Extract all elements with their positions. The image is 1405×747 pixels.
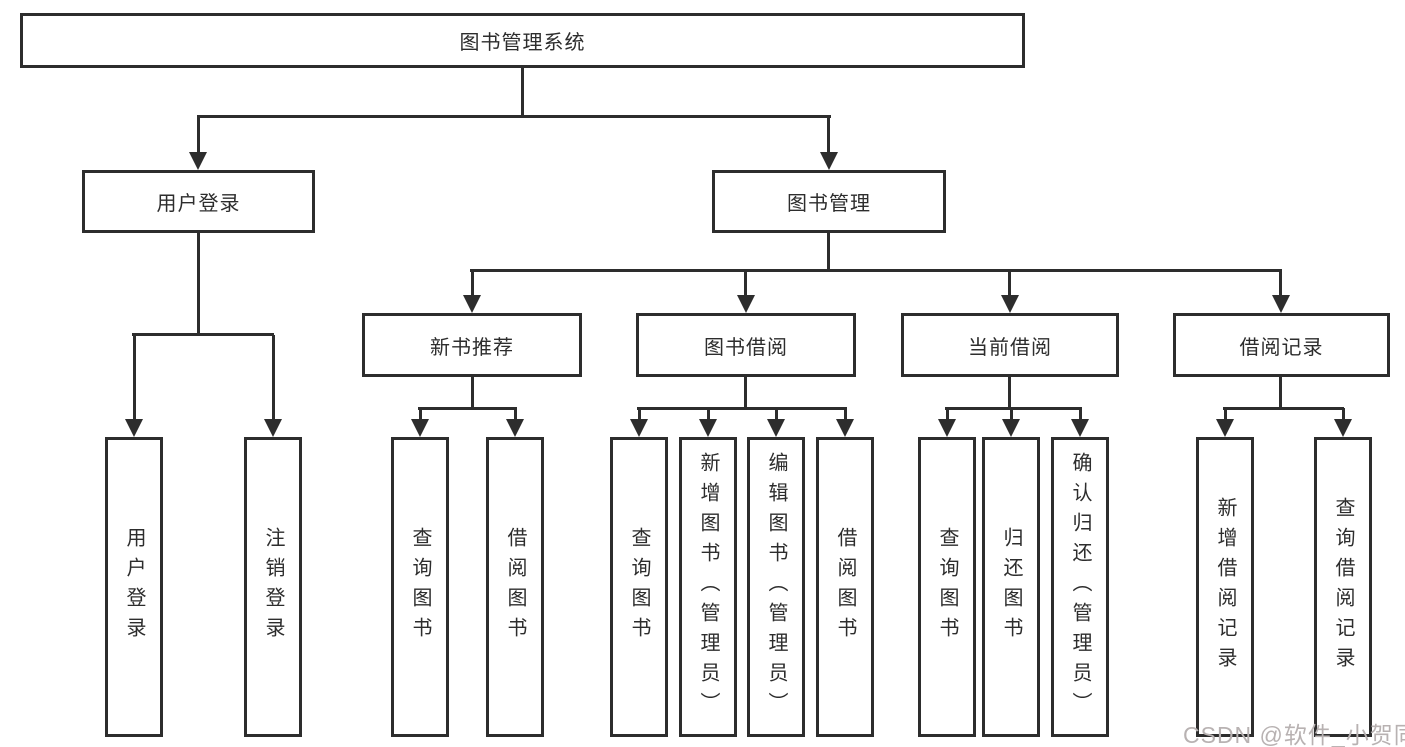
connector-line <box>827 117 830 153</box>
leaf-query-borrow-record: 查询借阅记录 <box>1314 437 1372 737</box>
connector-line <box>197 115 831 118</box>
connector-line <box>1010 408 1013 420</box>
node-label: 归还图书 <box>1000 527 1022 647</box>
leaf-query-books-borrowing: 查询图书 <box>610 437 668 737</box>
arrow-down-icon <box>1071 419 1089 437</box>
connector-line <box>638 408 641 420</box>
connector-line <box>1342 408 1345 420</box>
connector-line <box>827 233 830 271</box>
arrow-down-icon <box>767 419 785 437</box>
arrow-down-icon <box>630 419 648 437</box>
arrow-down-icon <box>820 152 838 170</box>
connector-line <box>744 377 747 409</box>
node-label: 新书推荐 <box>430 336 514 359</box>
arrow-down-icon <box>264 419 282 437</box>
leaf-borrow-books: 借阅图书 <box>816 437 874 737</box>
node-label: 新增图书（管理员） <box>697 452 719 722</box>
node-label: 确认归还（管理员） <box>1069 452 1091 722</box>
arrow-down-icon <box>1334 419 1352 437</box>
connector-line <box>1279 270 1282 296</box>
node-label: 借阅图书 <box>834 527 856 647</box>
connector-line <box>1279 377 1282 409</box>
leaf-return-books: 归还图书 <box>982 437 1040 737</box>
node-library-management-system: 图书管理系统 <box>20 13 1025 68</box>
arrow-down-icon <box>189 152 207 170</box>
csdn-watermark: CSDN @软件_小贺同学 <box>1183 722 1405 747</box>
connector-line <box>637 407 847 410</box>
connector-line <box>471 377 474 409</box>
node-label: 查询图书 <box>409 527 431 647</box>
node-label: 查询图书 <box>936 527 958 647</box>
arrow-down-icon <box>463 295 481 313</box>
arrow-down-icon <box>699 419 717 437</box>
node-label: 注销登录 <box>262 527 284 647</box>
node-borrowing-records: 借阅记录 <box>1173 313 1390 377</box>
connector-line <box>132 333 274 336</box>
connector-line <box>419 408 422 420</box>
node-book-borrowing: 图书借阅 <box>636 313 856 377</box>
leaf-logout: 注销登录 <box>244 437 302 737</box>
leaf-add-book-admin: 新增图书（管理员） <box>679 437 737 737</box>
node-label: 借阅记录 <box>1239 336 1324 359</box>
node-label: 用户登录 <box>123 527 145 647</box>
leaf-query-books-current: 查询图书 <box>918 437 976 737</box>
connector-line <box>1008 270 1011 296</box>
node-label: 编辑图书（管理员） <box>765 452 787 722</box>
node-book-management: 图书管理 <box>712 170 946 233</box>
connector-line <box>197 117 200 153</box>
node-label: 新增借阅记录 <box>1214 497 1236 677</box>
leaf-query-books-recommend: 查询图书 <box>391 437 449 737</box>
node-label: 图书管理 <box>787 193 871 215</box>
leaf-add-borrow-record: 新增借阅记录 <box>1196 437 1254 737</box>
connector-line <box>133 335 136 420</box>
connector-line <box>946 408 949 420</box>
arrow-down-icon <box>1001 295 1019 313</box>
node-label: 图书借阅 <box>704 336 788 359</box>
connector-line <box>744 270 747 296</box>
connector-line <box>775 408 778 420</box>
leaf-borrow-books-recommend: 借阅图书 <box>486 437 544 737</box>
connector-line <box>470 269 1282 272</box>
connector-line <box>844 408 847 420</box>
arrow-down-icon <box>411 419 429 437</box>
arrow-down-icon <box>737 295 755 313</box>
connector-line <box>1079 408 1082 420</box>
node-user-login: 用户登录 <box>82 170 315 233</box>
node-label: 查询借阅记录 <box>1332 497 1354 677</box>
arrow-down-icon <box>938 419 956 437</box>
node-label: 借阅图书 <box>504 527 526 647</box>
leaf-user-login: 用户登录 <box>105 437 163 737</box>
connector-line <box>1008 377 1011 409</box>
arrow-down-icon <box>506 419 524 437</box>
connector-line <box>521 68 524 118</box>
arrow-down-icon <box>125 419 143 437</box>
connector-line <box>707 408 710 420</box>
connector-line <box>418 407 517 410</box>
arrow-down-icon <box>1216 419 1234 437</box>
connector-line <box>1224 408 1227 420</box>
connector-line <box>471 270 474 296</box>
node-label: 用户登录 <box>156 193 241 215</box>
node-label: 查询图书 <box>628 527 650 647</box>
connector-line <box>197 233 200 335</box>
arrow-down-icon <box>1272 295 1290 313</box>
node-label: 图书管理系统 <box>459 32 586 54</box>
connector-line <box>514 408 517 420</box>
connector-line <box>272 335 275 420</box>
connector-line <box>945 407 1082 410</box>
leaf-edit-book-admin: 编辑图书（管理员） <box>747 437 805 737</box>
arrow-down-icon <box>1002 419 1020 437</box>
node-new-book-recommend: 新书推荐 <box>362 313 582 377</box>
leaf-confirm-return-admin: 确认归还（管理员） <box>1051 437 1109 737</box>
connector-line <box>1223 407 1344 410</box>
node-label: 当前借阅 <box>968 336 1052 359</box>
arrow-down-icon <box>836 419 854 437</box>
node-current-borrowing: 当前借阅 <box>901 313 1119 377</box>
